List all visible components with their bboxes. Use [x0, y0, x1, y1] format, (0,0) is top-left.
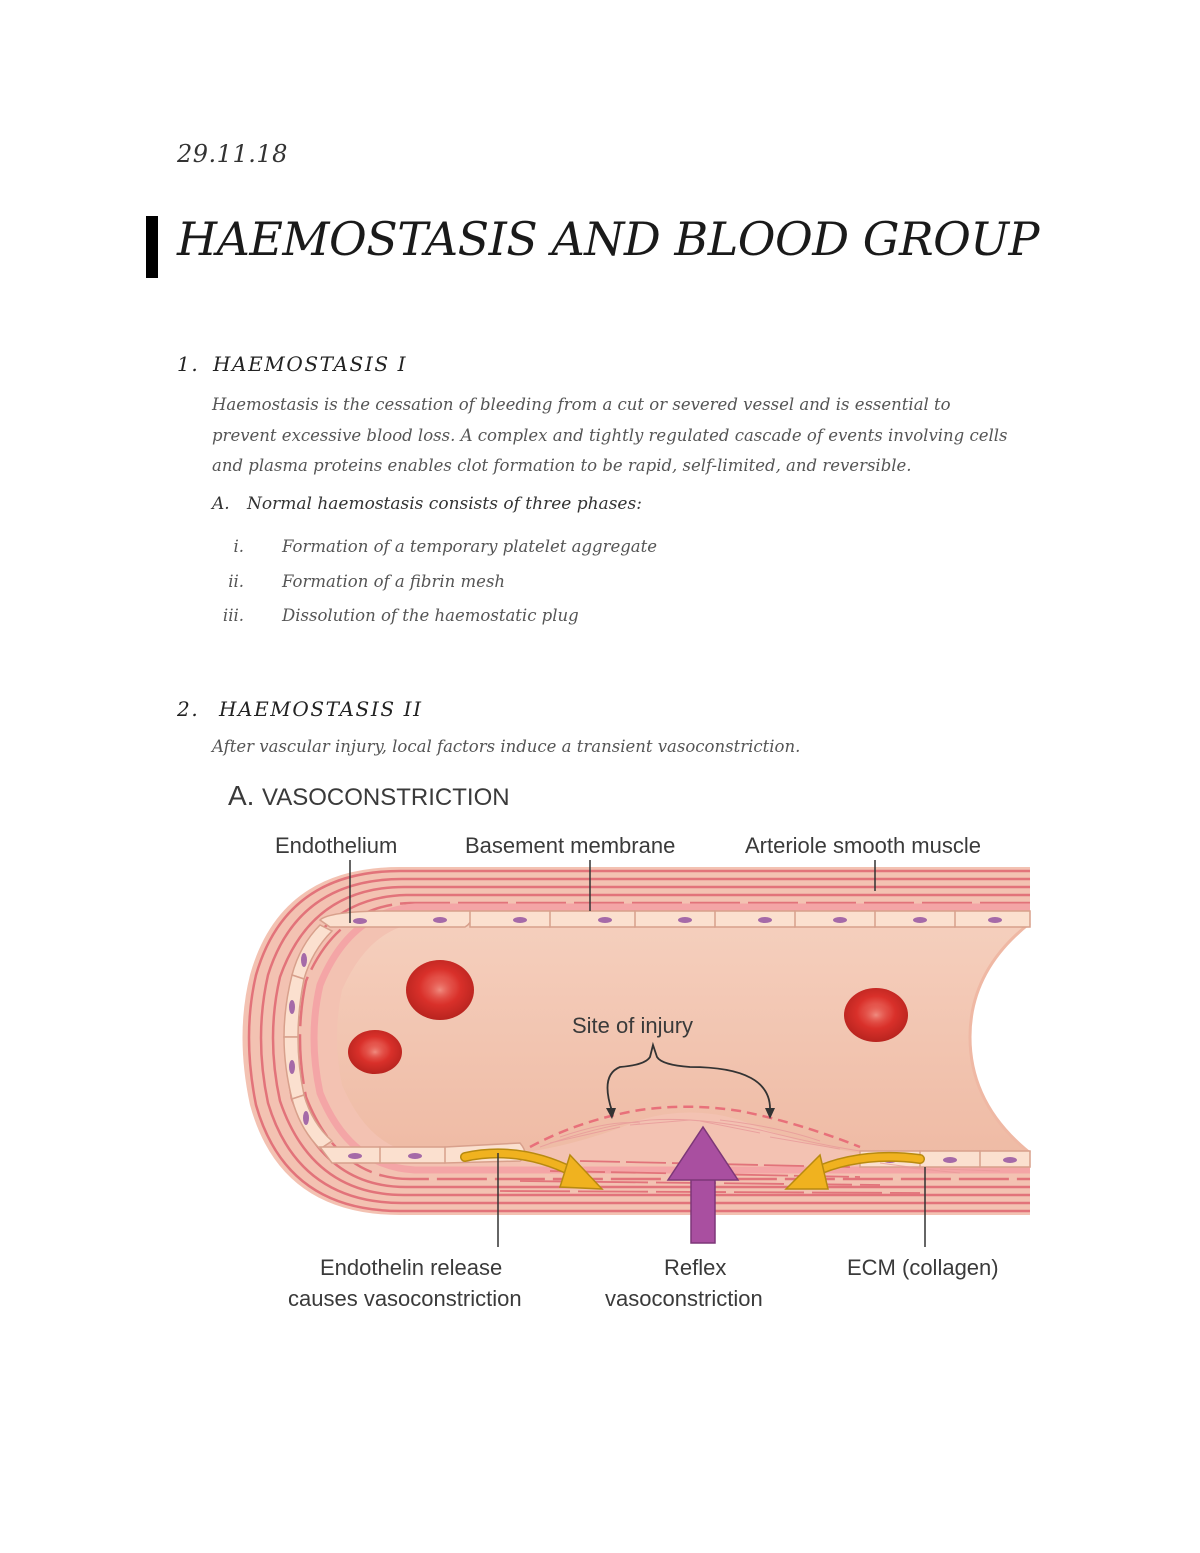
section-1-paragraph: Haemostasis is the cessation of bleeding… — [212, 395, 1008, 475]
list-item: iii. Dissolution of the haemostatic plug — [223, 606, 579, 625]
endothelium-nuclei-left — [289, 953, 309, 1125]
list-item-text: Formation of a temporary platelet aggreg… — [282, 537, 658, 556]
document-title: HAEMOSTASIS AND BLOOD GROUP — [177, 212, 1040, 266]
vessel-lumen — [337, 923, 1030, 1153]
subheading-text: Normal haemostasis consists of three pha… — [247, 494, 642, 514]
vasoconstriction-figure: A. VASOCONSTRICTION Endothelium Basement… — [220, 775, 1040, 1320]
label-basement-membrane: Basement membrane — [465, 833, 675, 858]
figure-title-letter: A. — [228, 780, 254, 811]
endothelin-arrow-left — [461, 1149, 579, 1177]
list-item: i. Formation of a temporary platelet agg… — [233, 537, 658, 556]
leader-lines — [349, 860, 926, 1247]
section-2-heading: 2. HAEMOSTASIS II — [177, 697, 423, 721]
brace-arrowhead-right — [765, 1108, 775, 1119]
section-2-number: 2. — [177, 697, 200, 721]
label-endothelin-line1: Endothelin release — [320, 1255, 502, 1280]
section-1-heading: 1. HAEMOSTASIS I — [177, 352, 407, 376]
list-item: ii. Formation of a fibrin mesh — [228, 572, 506, 591]
subheading-letter: A. — [212, 494, 230, 514]
endothelium-nuclei-top — [353, 917, 1002, 924]
section-1-number: 1. — [177, 352, 200, 376]
endothelin-arrowhead-left — [558, 1153, 604, 1190]
vasoconstriction-diagram: A. VASOCONSTRICTION Endothelium Basement… — [228, 780, 1031, 1311]
endothelin-arrowhead-right — [784, 1153, 829, 1190]
label-endothelin-line2: causes vasoconstriction — [288, 1286, 522, 1311]
list-marker: i. — [233, 537, 244, 556]
label-reflex-line1: Reflex — [664, 1255, 726, 1280]
list-item-text: Formation of a fibrin mesh — [282, 572, 506, 591]
list-item-text: Dissolution of the haemostatic plug — [282, 606, 579, 625]
document-date: 29.11.18 — [177, 140, 288, 168]
section-1-subheading: A. Normal haemostasis consists of three p… — [212, 494, 642, 514]
label-reflex-line2: vasoconstriction — [605, 1286, 763, 1311]
section-1-title: HAEMOSTASIS I — [213, 352, 408, 376]
list-marker: iii. — [222, 606, 244, 625]
brace-arrowhead-left — [606, 1108, 616, 1119]
section-2-title: HAEMOSTASIS II — [219, 697, 423, 721]
label-endothelium: Endothelium — [275, 833, 397, 858]
label-smooth-muscle: Arteriole smooth muscle — [745, 833, 981, 858]
vessel-opening — [970, 923, 1030, 1153]
list-marker: ii. — [228, 572, 244, 591]
section-2-paragraph: After vascular injury, local factors ind… — [212, 737, 801, 756]
label-ecm: ECM (collagen) — [847, 1255, 999, 1280]
figure-title: VASOCONSTRICTION — [262, 784, 510, 811]
label-site-of-injury: Site of injury — [572, 1013, 693, 1038]
reflex-arrow — [666, 1125, 740, 1244]
title-accent-bar — [146, 216, 158, 278]
injury-brace — [606, 1041, 771, 1112]
ecm-collagen-fibres — [539, 1118, 1001, 1174]
red-blood-cells — [348, 960, 908, 1074]
